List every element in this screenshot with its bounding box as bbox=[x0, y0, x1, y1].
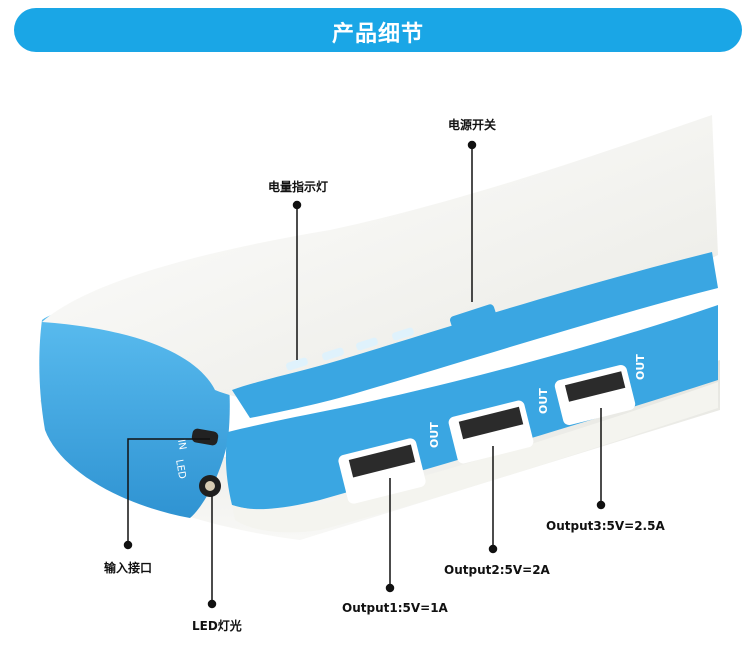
led-label: LED bbox=[173, 459, 187, 480]
power-button bbox=[450, 304, 496, 330]
callout-battery-indicator: 电量指示灯 bbox=[268, 180, 329, 194]
battery-indicator-leds bbox=[286, 327, 414, 371]
out-label-1: OUT bbox=[428, 422, 441, 448]
device-lower-lip bbox=[232, 382, 718, 533]
callout-output3: Output3:5V=2.5A bbox=[546, 519, 665, 533]
usb-port-2 bbox=[448, 400, 534, 464]
callout-input-port: 输入接口 bbox=[104, 561, 153, 575]
callout-output2: Output2:5V=2A bbox=[444, 563, 550, 577]
usb-port-3 bbox=[554, 365, 636, 425]
usb-port-1 bbox=[338, 438, 426, 504]
banner-title: 产品细节 bbox=[331, 22, 424, 47]
device-top-blue-strip bbox=[232, 252, 718, 418]
out-label-2: OUT bbox=[537, 388, 550, 414]
callout-led-light: LED灯光 bbox=[192, 619, 242, 633]
micro-usb-input-port bbox=[191, 428, 219, 446]
callout-output1: Output1:5V=1A bbox=[342, 601, 448, 615]
header-banner: 产品细节 bbox=[14, 8, 742, 52]
in-label: IN bbox=[175, 439, 188, 451]
callout-power-switch: 电源开关 bbox=[448, 118, 497, 132]
device-top-surface bbox=[42, 115, 718, 401]
out-label-3: OUT bbox=[634, 354, 647, 380]
device-end-cap bbox=[39, 306, 230, 518]
